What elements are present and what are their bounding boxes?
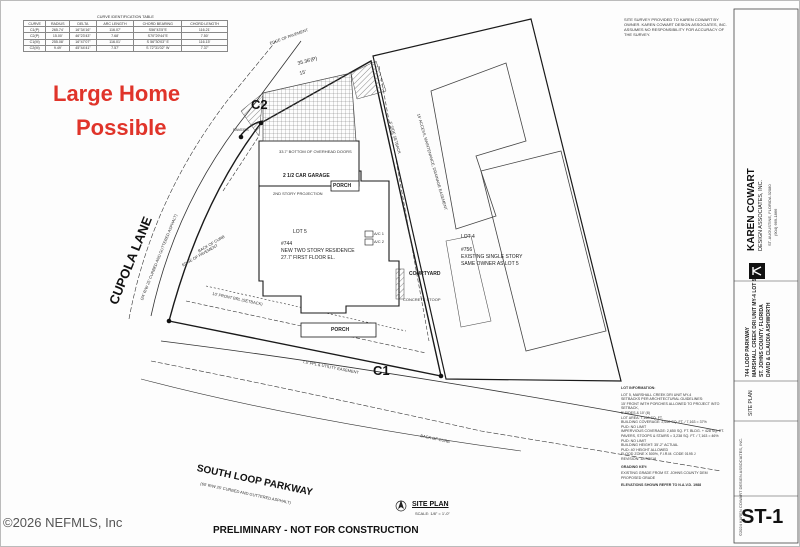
firm-logo-icon: [749, 263, 765, 279]
firm-address: ST. AUGUSTINE, FLORIDA 32080: [767, 184, 772, 246]
elevations-note: ELEVATIONS SHOWN REFER TO N.A.V.D. 1988: [621, 483, 702, 488]
lot-info-line: BUILDING HEIGHT: 35'-2" ACTUAL: [621, 443, 679, 448]
lot-info-line: 15' FRONT WITH PORCHES ALLOWED TO PROJEC…: [621, 401, 720, 411]
project-line-3: ST. JOHNS COUNTY, FLORIDA: [759, 304, 765, 377]
firm-subtitle: DESIGN ASSOCIATES, INC.: [758, 179, 764, 251]
hatch-area: [350, 60, 387, 100]
table-cell: C2(M): [22, 44, 47, 52]
garage-note: 33.7' BOTTOM OF OVERHEAD DOORS: [279, 149, 352, 154]
grading-key-line: PROPOSED GRADE: [621, 475, 656, 480]
second-story-label: 2ND STORY PROJECTION: [273, 191, 323, 196]
ac1-label: A/C 1: [374, 231, 385, 236]
overlay-line-1: Large Home: [53, 81, 181, 106]
site-plan-scale: SCALE: 1/8" = 1'-0": [415, 511, 450, 516]
survey-note: SITE SURVEY PROVIDED TO KAREN COWART BY …: [624, 17, 727, 37]
lot4-desc-2: SAME OWNER AS LOT 5: [461, 261, 519, 267]
monument: [166, 318, 172, 324]
sheet-title: SITE PLAN: [748, 390, 754, 416]
monument: [438, 373, 444, 379]
project-line-2: MARSHALL CREEK DRI UNIT MY-4 LOT 5: [752, 278, 758, 377]
project-line-1: 744 LOOP PARKWAY: [745, 327, 751, 377]
grading-key-line: EXISTING GRADE FROM ST. JOHNS COUNTY DEM: [621, 471, 708, 476]
lot-info-line: SETBACKS PER ARCHITECTURAL GUIDELINES:: [621, 397, 704, 402]
lot4-drive: [445, 235, 492, 328]
porch-top-label: PORCH: [333, 183, 352, 189]
garage-label: 2 1/2 CAR GARAGE: [283, 173, 330, 179]
house-footprint: [258, 170, 400, 314]
firm-phone: (904) 669-1866: [773, 208, 778, 236]
lot-info-line: FLOOD ZONE X 500%, F.I.R.M. CODE 0195 J: [621, 452, 696, 457]
monument: [258, 120, 264, 126]
lot-info-line: PUD: NO LIMIT: [621, 438, 647, 443]
lot-info-line: REVISION: 12/7/2018: [621, 456, 657, 461]
lot-info-line: BUILDING COVERAGE: 2,650 SQ. FT. / 7,163…: [621, 420, 707, 425]
lot-info-line: PUD: 40' HEIGHT ALLOWED: [621, 447, 669, 452]
concrete-stoop-label: CONCRETE STOOP: [403, 297, 441, 302]
side-setback-line: [378, 65, 430, 342]
lot-info-line: LOT 5, MARSHALL CREEK DRI UNIT MY-4: [621, 392, 692, 397]
cupola-lane-curb: [150, 40, 302, 317]
courtyard-label: COURTYARD: [409, 271, 441, 277]
lot4-boundary: [372, 18, 622, 382]
lot-info-line: PUD: NO LIMIT: [621, 424, 647, 429]
porch-top: [330, 180, 360, 192]
ac2-label: A/C 2: [374, 239, 385, 244]
lot-info-line: LOT AREA: 7,163 SQ. FT.: [621, 415, 663, 420]
mls-watermark: ©2026 NEFMLS, Inc: [3, 515, 123, 530]
lot-information: LOT INFORMATION: LOT 5, MARSHALL CREEK D…: [621, 386, 731, 488]
curve-table-title: CURVE IDENTIFICATION TABLE: [97, 15, 154, 19]
preliminary-note: PRELIMINARY - NOT FOR CONSTRUCTION: [213, 525, 419, 536]
c2-label: C2: [251, 97, 268, 112]
pavers-label: PAVERS: [233, 127, 249, 132]
grading-key-header: GRADING KEY:: [621, 464, 648, 469]
south-loop-edge: [140, 378, 522, 452]
lot4-address: #756: [461, 247, 473, 253]
lot4-house: [430, 62, 527, 230]
lot5-label: LOT 5: [293, 229, 307, 235]
table-cell: 45°44'41": [69, 44, 97, 52]
porch-bottom: [300, 322, 377, 338]
ac-unit: [364, 238, 374, 246]
hatch-area: [395, 268, 405, 300]
table-cell: S 72°31'02" W: [133, 44, 183, 52]
table-row: C2(M) 9.49' 45°44'41" 7.57' S 72°31'02" …: [22, 44, 228, 52]
site-plan-label: SITE PLAN: [412, 501, 449, 508]
table-cell: 7.37': [181, 44, 228, 52]
c1-label: C1: [373, 363, 390, 378]
south-loop-curb: [160, 340, 722, 432]
curve-identification-table: CURVE IDENTIFICATION TABLE CURVE RADIUS …: [22, 15, 228, 52]
porch-bottom-label: PORCH: [331, 327, 350, 333]
lot5-desc-1: NEW TWO STORY RESIDENCE: [281, 248, 355, 254]
lot-info-line: 5' SIDES & 10' (8): [621, 410, 650, 415]
table-row: C2(P) 15.00' 46°23'43" 7.68' S70°29'44"E…: [22, 32, 228, 40]
side-setback-line-left: [222, 135, 260, 192]
lot5-address: #744: [281, 241, 293, 247]
monument: [238, 134, 244, 140]
lot5-desc-2: 27.7' FIRST FLOOR EL.: [281, 255, 335, 261]
sheet-number: ST-1: [741, 506, 784, 528]
firm-name: KAREN COWART: [746, 168, 757, 251]
lot-info-header: LOT INFORMATION:: [621, 386, 656, 390]
project-line-4: DAVID & CLAUDIA ASHWORTH: [766, 302, 772, 377]
lot4-label: LOT 4: [461, 234, 475, 240]
title-block-frame: [733, 8, 799, 544]
north-arrow-icon: [398, 500, 404, 509]
lot4-house-2: [480, 150, 607, 352]
lot-info-line: IMPERVIOUS COVERAGE: 2,650 SQ. FT. BLDG.…: [621, 429, 725, 438]
pavers-area: [262, 72, 357, 142]
overlay-line-2: Possible: [76, 115, 167, 140]
south-loop-curb-2: [150, 360, 722, 472]
ac-unit: [364, 230, 374, 238]
cupola-lane-edge: [128, 40, 277, 320]
hatch-area: [240, 92, 264, 137]
garage: [258, 140, 360, 187]
lot4-desc-1: EXISTING SINGLE STORY: [461, 254, 523, 260]
